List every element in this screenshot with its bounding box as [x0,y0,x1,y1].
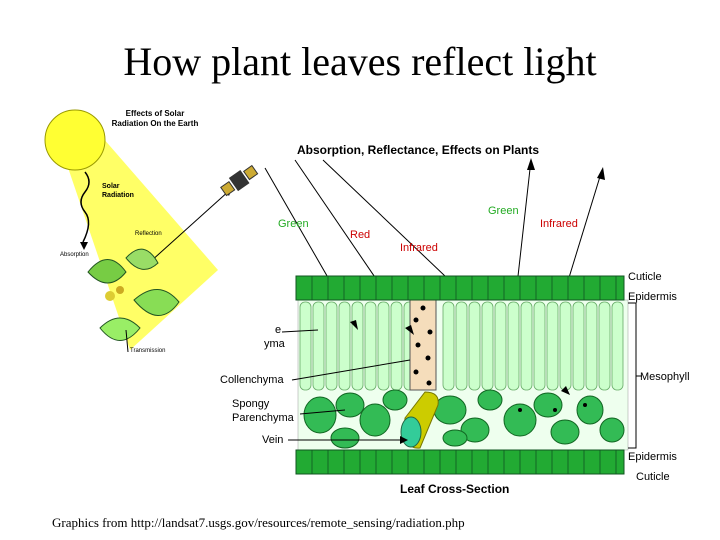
reflected-green-head [527,158,535,170]
palisade-cell [572,301,585,391]
absorption-label: Absorption [60,252,89,258]
palisade-cell [390,301,403,391]
solar-arrow-head [80,242,88,250]
incoming-infrared-label: Infrared [400,242,438,254]
palisade-cell [468,301,481,391]
palisade-cell [455,301,468,391]
vein-pointer-head [400,436,408,444]
palisade-cell [481,301,494,391]
palisade-cell [559,301,572,391]
source-caption: Graphics from http://landsat7.usgs.gov/r… [52,515,465,530]
palisade-cell [351,301,364,391]
sun-icon [44,109,106,171]
collenchyma-pointer [291,359,411,381]
reflection-label: Reflection [135,231,162,237]
left-title-line2: Radiation On the Earth [112,119,199,128]
solar-label-line1: Solar [102,183,120,190]
solar-radiation-arrow [80,171,90,243]
left-title-line1: Effects of Solar [126,109,185,118]
incoming-red-label: Red [350,229,370,241]
transmission-line [125,329,129,353]
reflection-line [149,189,231,263]
cuticle-bottom-label: Cuticle [636,471,670,483]
epidermis-bottom-label: Epidermis [628,451,677,463]
palisade-partial-label-1: e [275,324,281,336]
reflected-infrared-head [597,167,605,180]
palisade-cell [325,301,338,391]
sunlight-beam [62,130,218,350]
top-epidermis [295,275,625,301]
spongy-dots [518,403,587,412]
palisade-layer [299,301,624,391]
palisade-cell [299,301,312,391]
palisade-cell [598,301,611,391]
leaf-4 [99,317,141,341]
infrared-ray-head [561,386,570,395]
right-title: Absorption, Reflectance, Effects on Plan… [297,143,539,157]
spongy-label-line2: Parenchyma [232,412,295,424]
palisade-cell [338,301,351,391]
palisade-cell [494,301,507,391]
leaf-cross-section-label: Leaf Cross-Section [400,482,509,496]
palisade-cell [507,301,520,391]
palisade-cell [546,301,559,391]
palisade-cell [533,301,546,391]
reflected-infrared-label: Infrared [540,218,578,230]
palisade-cell [520,301,533,391]
flower-1 [105,291,115,301]
collenchyma-dots [413,305,433,386]
collenchyma-label: Collenchyma [220,374,284,386]
solar-label-line2: Radiation [102,192,134,199]
transmission-label: Transmission [130,348,165,354]
reflected-green-label: Green [488,205,519,217]
bottom-epidermis [295,449,625,475]
slide-title: How plant leaves reflect light [123,39,597,84]
epidermis-cell-walls [311,276,617,474]
vein-core [400,416,422,448]
collenchyma-column [409,297,437,391]
leaf-3 [133,289,180,316]
palisade-pointer [281,329,319,333]
epidermis-top-label: Epidermis [628,291,677,303]
vein-label: Vein [262,434,283,446]
leaf-1 [87,259,127,284]
palisade-cell [442,301,455,391]
palisade-partial-label-2: yma [264,338,286,350]
mesophyll-bracket [628,302,642,449]
satellite-icon [220,164,259,197]
spongy-pointer [299,409,346,415]
red-ray-head [405,325,414,335]
spongy-label-line1: Spongy [232,398,270,410]
solar-radiation-figure: Effects of Solar Radiation On the Earth … [44,109,259,354]
leaf-2 [125,248,159,270]
palisade-cell [585,301,598,391]
incoming-green-label: Green [278,218,309,230]
palisade-cell [611,301,624,391]
palisade-cell [377,301,390,391]
palisade-cell [364,301,377,391]
spongy-layer [303,389,625,449]
cuticle-top-label: Cuticle [628,271,662,283]
flower-2 [116,286,124,294]
green-ray-head [350,320,358,330]
mesophyll-label: Mesophyll [640,371,690,383]
palisade-cell [312,301,325,391]
